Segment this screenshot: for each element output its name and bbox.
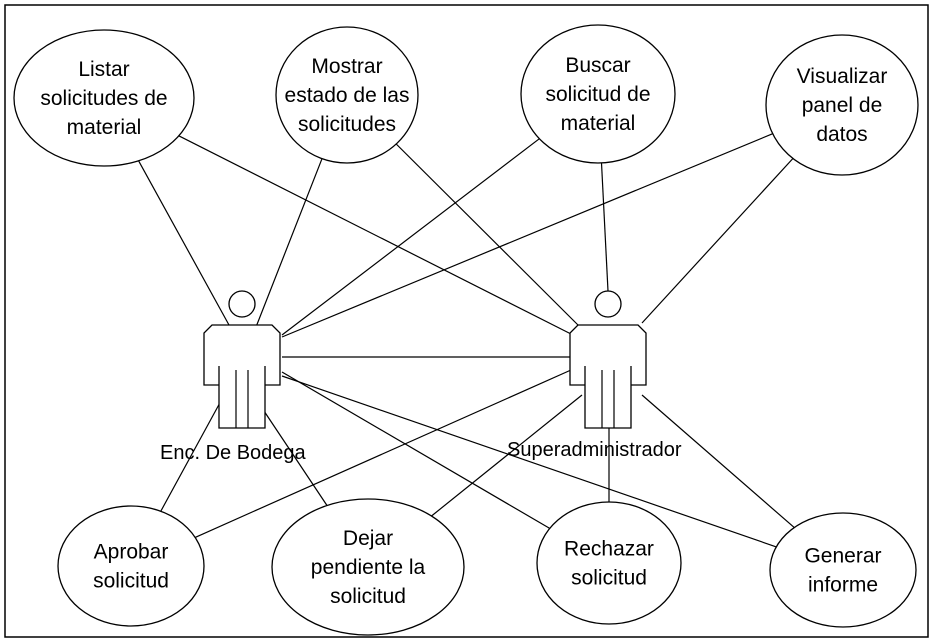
use-case-label: solicitudes de	[40, 87, 167, 110]
actor-enc: Enc. De Bodega	[160, 290, 307, 464]
use-case-ellipse	[13, 29, 195, 167]
association-sup-buscar	[600, 162, 609, 292]
use-cases: Listar solicitudes de material Mostrar estad…	[13, 24, 919, 636]
association-enc-visualizar	[281, 133, 773, 338]
actor-label: Superadministrador	[507, 439, 682, 461]
association-sup-dejar	[431, 394, 583, 517]
use-case-buscar: Buscar solicitud de material	[520, 24, 676, 164]
use-case-label: material	[67, 116, 142, 139]
use-case-ellipse	[271, 498, 465, 636]
use-case-label: Aprobar	[94, 541, 169, 564]
association-enc-generar	[281, 375, 777, 548]
association-sup-mostrar	[395, 143, 581, 328]
use-case-ellipse	[769, 512, 917, 628]
use-case-dejar: Dejar pendiente la solicitud	[271, 498, 465, 636]
association-sup-visualizar	[641, 158, 794, 324]
association-enc-dejar	[263, 410, 328, 506]
actor-head	[594, 290, 622, 318]
use-case-label: solicitud	[571, 567, 647, 590]
use-case-label: Generar	[804, 545, 881, 568]
actor-sup: Superadministrador	[507, 290, 682, 461]
actor-label: Enc. De Bodega	[160, 442, 307, 464]
association-sup-generar	[641, 394, 795, 529]
association-enc-mostrar	[255, 158, 323, 328]
use-case-ellipse	[275, 26, 419, 164]
use-case-ellipse	[57, 505, 205, 627]
actors: Enc. De Bodega Superadministrador	[160, 290, 682, 464]
use-case-generar: Generar informe	[769, 512, 917, 628]
use-case-rechazar: Rechazar solicitud	[536, 501, 682, 625]
use-case-label: solicitud	[330, 585, 406, 608]
association-enc-buscar	[281, 138, 540, 336]
actor-head	[228, 290, 256, 318]
use-case-label: informe	[808, 574, 878, 597]
use-case-label: Mostrar	[311, 55, 382, 78]
use-case-label: solicitud de	[545, 83, 650, 106]
use-case-ellipse	[520, 24, 676, 164]
association-enc-rechazar	[281, 371, 551, 529]
use-case-ellipse	[536, 501, 682, 625]
use-case-label: datos	[816, 123, 867, 146]
association-enc-aprobar	[160, 398, 223, 512]
use-case-label: solicitudes	[298, 113, 396, 136]
use-case-label: Buscar	[565, 54, 630, 77]
use-case-visualizar: Visualizar panel de datos	[765, 34, 919, 176]
use-case-label: solicitud	[93, 570, 169, 593]
use-case-label: Rechazar	[564, 538, 654, 561]
use-case-ellipse	[765, 34, 919, 176]
association-enc-listar	[138, 160, 230, 326]
use-case-label: panel de	[802, 94, 883, 117]
use-case-label: Listar	[78, 58, 129, 81]
association-sup-aprobar	[194, 369, 572, 538]
use-case-aprobar: Aprobar solicitud	[57, 505, 205, 627]
use-case-label: pendiente la	[311, 556, 426, 579]
use-case-mostrar: Mostrar estado de las solicitudes	[275, 26, 419, 164]
use-case-label: Visualizar	[797, 65, 888, 88]
actor-body	[203, 324, 281, 429]
actor-body	[569, 324, 647, 429]
association-sup-listar	[178, 135, 572, 335]
use-case-label: material	[561, 112, 636, 135]
use-case-label: Dejar	[343, 527, 393, 550]
use-case-listar: Listar solicitudes de material	[13, 29, 195, 167]
use-case-label: estado de las	[285, 84, 410, 107]
association-lines	[138, 133, 795, 548]
